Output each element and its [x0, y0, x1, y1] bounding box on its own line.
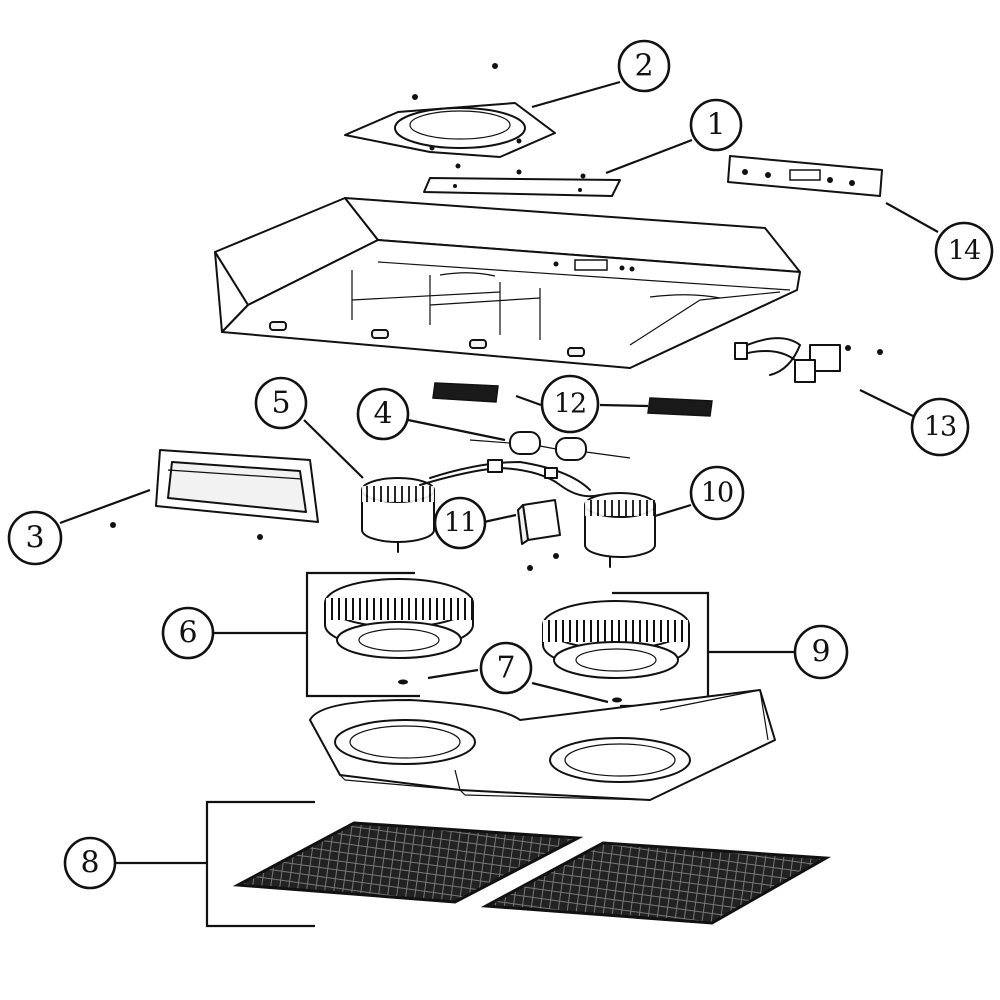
range-hood-body: [214, 197, 801, 369]
callout-2: 2: [617, 39, 671, 93]
callout-7: 7: [479, 641, 533, 695]
callout-11-label: 11: [444, 508, 476, 539]
callout-5: 5: [254, 376, 308, 430]
lamps: [469, 431, 631, 461]
callout-1-label: 1: [706, 108, 725, 143]
callout-7-label: 7: [496, 651, 515, 686]
callout-11: 11: [433, 496, 487, 550]
grease-filter-right: [480, 841, 832, 925]
callout-2-label: 2: [634, 49, 653, 84]
callout-1: 1: [689, 98, 743, 152]
motor-wiring: [419, 459, 601, 498]
callout-3: 3: [7, 510, 63, 566]
callout-14: 14: [934, 221, 994, 281]
blower-housing-plate: [309, 689, 776, 801]
callout-8: 8: [63, 836, 117, 890]
callout-3-label: 3: [25, 521, 44, 556]
wiring-harness-junction: [734, 337, 883, 383]
motor-right: [584, 492, 656, 568]
callout-5-label: 5: [271, 386, 290, 421]
leader-lines: [59, 80, 939, 865]
callout-9-label: 9: [811, 635, 830, 670]
motor-left: [361, 477, 435, 553]
callout-6: 6: [161, 606, 215, 660]
callout-4: 4: [356, 387, 410, 441]
front-grille: [110, 449, 319, 540]
clips: [398, 679, 622, 703]
callout-9: 9: [793, 624, 849, 680]
callout-8-label: 8: [80, 846, 99, 881]
callout-6-label: 6: [178, 616, 197, 651]
light-fixtures: [432, 382, 713, 417]
callout-10-label: 10: [701, 478, 733, 509]
cover-plate: [423, 163, 621, 197]
callout-10: 10: [689, 465, 745, 521]
blower-wheel-right: [542, 600, 690, 679]
capacitor-box: [517, 499, 561, 571]
duct-collar-plate: [344, 63, 556, 158]
callout-12: 12: [540, 374, 600, 434]
callout-4-label: 4: [373, 397, 392, 432]
callout-13: 13: [910, 397, 970, 457]
grease-filter-left: [232, 821, 584, 904]
control-panel-strip: [727, 155, 883, 197]
callout-12-label: 12: [554, 389, 586, 420]
bracket-6: [305, 571, 420, 698]
callout-14-label: 14: [948, 236, 980, 267]
blower-wheel-left: [324, 578, 474, 659]
callout-13-label: 13: [924, 412, 956, 443]
